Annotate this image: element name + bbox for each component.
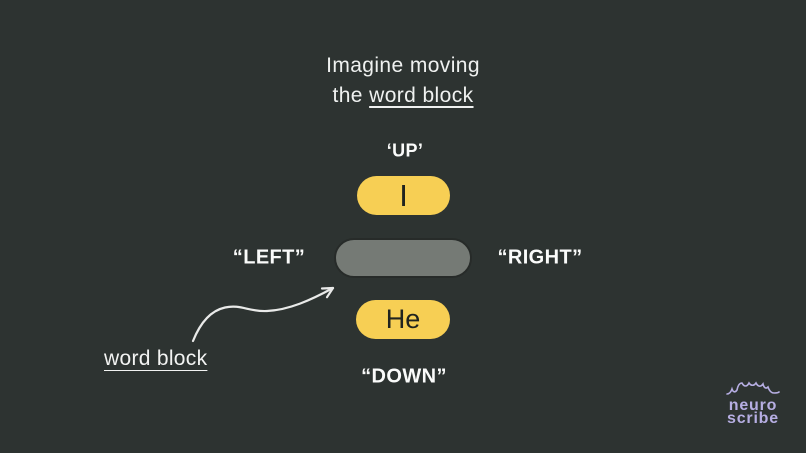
word-block-top-text: I	[399, 177, 408, 213]
word-block-annotation: word block	[104, 347, 208, 370]
title-line2-prefix: the	[332, 84, 363, 107]
title-line2-underlined: word block	[369, 84, 474, 107]
label-right: “RIGHT”	[497, 246, 583, 269]
label-up: ‘UP’	[386, 140, 424, 161]
brainwave-icon	[719, 381, 787, 395]
word-block-middle	[334, 238, 472, 278]
logo-line1: neuro	[728, 397, 778, 414]
curved-arrow-icon	[185, 280, 347, 353]
word-block-bottom: He	[356, 300, 450, 339]
title-line2: the word block	[0, 81, 806, 111]
page-title: Imagine moving the word block	[0, 51, 806, 111]
logo-line2: scribe	[727, 410, 779, 427]
word-block-bottom-text: He	[385, 304, 421, 334]
label-down: “DOWN”	[361, 365, 447, 388]
title-line1: Imagine moving	[326, 54, 480, 77]
word-block-top: I	[357, 176, 450, 215]
label-left: “LEFT”	[232, 246, 306, 269]
brand-logo: neuro scribe	[719, 381, 787, 427]
